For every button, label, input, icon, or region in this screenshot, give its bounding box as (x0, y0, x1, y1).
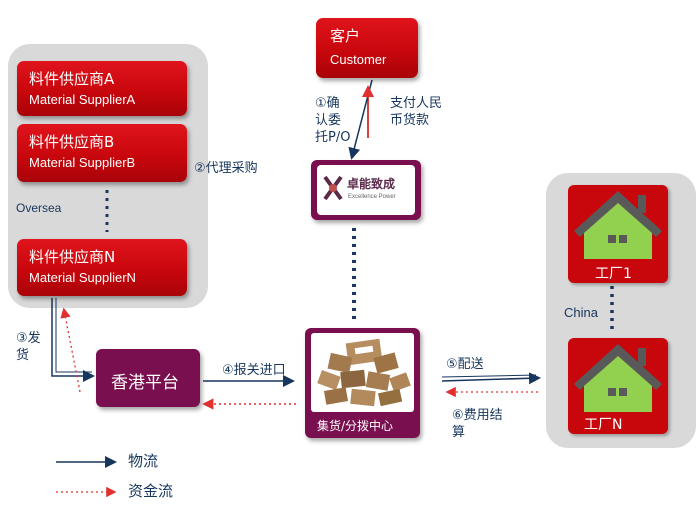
factory-n-label: 工厂N (584, 417, 623, 433)
step-pay: 支付人民 币货款 (390, 96, 443, 128)
step-confirm-po: ①确 认委 托P/O (315, 96, 351, 145)
customer-cn: 客户 (330, 27, 361, 45)
hk-platform-label: 香港平台 (111, 373, 179, 393)
supplier-a-box: 料件供应商A Material SupplierA (17, 61, 187, 116)
logo-en-text: Excellence Power (348, 194, 396, 200)
oversea-label: Oversea (16, 201, 62, 215)
supplier-b-cn: 料件供应商B (29, 133, 115, 151)
house-icon (574, 191, 662, 259)
house-icon (574, 344, 662, 412)
supplier-n-cn: 料件供应商N (29, 248, 116, 266)
factory-n-box: 工厂N (568, 338, 668, 434)
legend-capital-label: 资金流 (128, 482, 174, 500)
supplier-b-en: Material SupplierB (29, 155, 136, 170)
delivery-arrow (441, 372, 541, 385)
hk-platform-box: 香港平台 (96, 349, 200, 407)
step-ship: ③发 货 (16, 331, 41, 363)
factory-1-box: 工厂1 (568, 185, 668, 283)
po-arrow (348, 79, 373, 160)
supplier-a-cn: 料件供应商A (29, 70, 115, 88)
factory-1-label: 工厂1 (595, 266, 632, 282)
step-settle: ⑥费用结 算 (452, 408, 503, 440)
step-delivery: ⑤配送 (446, 357, 484, 372)
distribution-center-label: 集货/分拨中心 (317, 419, 394, 433)
logo-mark-icon (323, 175, 343, 201)
company-logo-box: 卓能致成 Excellence Power (311, 160, 421, 220)
supplier-b-box: 料件供应商B Material SupplierB (17, 124, 187, 182)
china-label: China (564, 305, 598, 320)
warehouse-image (311, 333, 414, 412)
customer-en: Customer (330, 52, 387, 67)
supplier-n-box: 料件供应商N Material SupplierN (17, 239, 187, 296)
hk-pay-supplier-arrow (60, 307, 81, 393)
step-customs: ④报关进口 (222, 363, 286, 378)
boxes-icon (317, 338, 411, 407)
step-agent-purchase: ②代理采购 (194, 161, 258, 176)
logo-cn-text: 卓能致成 (347, 177, 396, 191)
legend-logistics-label: 物流 (128, 452, 159, 470)
supplier-a-en: Material SupplierA (29, 92, 136, 107)
distribution-center-box: 集货/分拨中心 (305, 328, 420, 438)
ship-arrow (51, 298, 95, 382)
company-logo: 卓能致成 Excellence Power (317, 165, 415, 215)
customer-box: 客户 Customer (316, 18, 418, 78)
supplier-n-en: Material SupplierN (29, 270, 136, 285)
